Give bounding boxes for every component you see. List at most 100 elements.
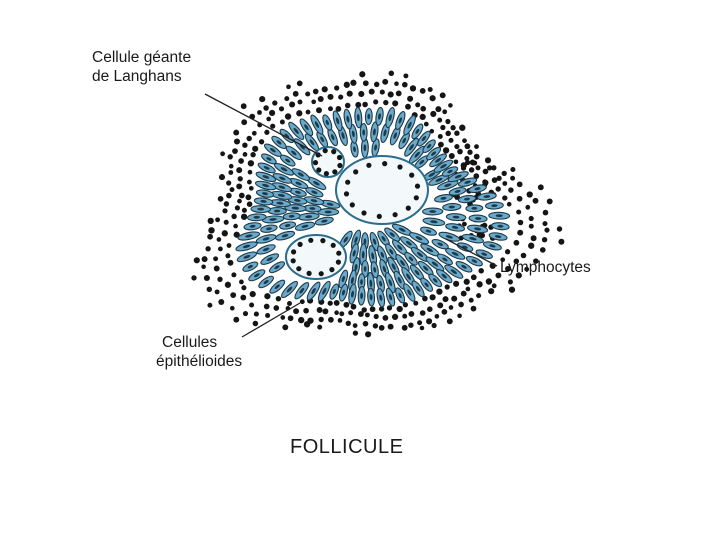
lymphocyte-dot bbox=[440, 124, 446, 131]
lymphocyte-dot bbox=[426, 318, 433, 325]
lymphocyte-dot bbox=[517, 229, 524, 236]
epithelioid-cell bbox=[455, 261, 473, 273]
lymphocyte-dot bbox=[558, 238, 565, 245]
lymphocyte-dot bbox=[391, 313, 399, 321]
lymphocyte-dot bbox=[293, 308, 300, 315]
lymphocyte-dot bbox=[423, 121, 429, 127]
lymphocyte-dot bbox=[227, 259, 234, 266]
epithelioid-cell-nucleus bbox=[326, 202, 334, 206]
epithelioid-cell bbox=[488, 211, 511, 220]
epithelioid-cell bbox=[288, 121, 305, 140]
epithelioid-cell-nucleus bbox=[379, 294, 383, 301]
epithelioid-cell bbox=[310, 114, 324, 135]
epithelioid-cell-nucleus bbox=[451, 251, 459, 256]
epithelioid-cell bbox=[317, 208, 340, 216]
lymphocyte-dot bbox=[362, 320, 369, 327]
epithelioid-cell-nucleus bbox=[354, 236, 358, 244]
lymphocyte-dot bbox=[345, 320, 351, 326]
lymphocyte-dot bbox=[395, 90, 402, 97]
epithelioid-cell bbox=[436, 253, 453, 266]
epithelioid-cell-nucleus bbox=[426, 143, 432, 149]
epithelioid-cell-nucleus bbox=[381, 236, 386, 242]
epithelioid-cell bbox=[457, 177, 478, 187]
lymphocyte-dot bbox=[387, 91, 394, 98]
epithelioid-cell-nucleus bbox=[423, 265, 429, 271]
epithelioid-cell-nucleus bbox=[451, 225, 459, 229]
lymphocyte-dot bbox=[237, 176, 243, 182]
epithelioid-cell-nucleus bbox=[274, 284, 280, 290]
epithelioid-cell-nucleus bbox=[361, 251, 365, 259]
epithelioid-cell-nucleus bbox=[474, 217, 482, 220]
epithelioid-cell-nucleus bbox=[350, 276, 354, 284]
epithelioid-cell-nucleus bbox=[351, 290, 354, 298]
lymphocyte-dot bbox=[505, 265, 511, 272]
lymphocyte-dot bbox=[465, 286, 471, 292]
epithelioid-cell bbox=[370, 121, 379, 143]
epithelioid-cell bbox=[435, 269, 453, 284]
epithelioid-cell-nucleus bbox=[454, 174, 462, 179]
lymphocyte-dot bbox=[264, 129, 270, 135]
lymphocyte-dot bbox=[528, 242, 535, 249]
leader-line-lymphocytes bbox=[445, 238, 498, 267]
lymphocyte-dot bbox=[217, 246, 223, 252]
giant-cell-nucleus bbox=[361, 210, 367, 216]
lymphocyte-dot bbox=[517, 219, 524, 226]
epithelioid-cell bbox=[422, 217, 446, 227]
leader-line-epithelioid bbox=[241, 302, 301, 338]
epithelioid-cell-nucleus bbox=[278, 185, 286, 189]
epithelioid-cell bbox=[491, 222, 510, 231]
giant-cell-nucleus bbox=[312, 160, 319, 166]
giant-cell-nucleus bbox=[343, 191, 350, 197]
lymphocyte-dot bbox=[328, 106, 333, 112]
epithelioid-cell-nucleus bbox=[262, 247, 270, 252]
epithelioid-cell-nucleus bbox=[415, 285, 421, 292]
epithelioid-cell bbox=[246, 213, 267, 222]
lymphocyte-dot bbox=[429, 95, 436, 102]
epithelioid-cell-nucleus bbox=[284, 224, 291, 227]
lymphocyte-dot bbox=[496, 175, 502, 181]
epithelioid-cell-nucleus bbox=[389, 249, 394, 255]
lymphocyte-dot bbox=[442, 109, 448, 115]
epithelioid-cell-nucleus bbox=[277, 193, 285, 197]
epithelioid-cell bbox=[343, 108, 353, 130]
lymphocyte-dot bbox=[429, 294, 436, 301]
epithelioid-cell-nucleus bbox=[343, 236, 349, 243]
epithelioid-cell bbox=[263, 143, 282, 157]
giant-cell-nucleus bbox=[345, 179, 351, 185]
giant-cell-large-membrane bbox=[335, 155, 429, 225]
epithelioid-cell bbox=[403, 283, 416, 302]
epithelioid-cell bbox=[268, 261, 286, 274]
lymphocyte-dot bbox=[437, 141, 444, 148]
lymphocyte-dot bbox=[352, 323, 358, 328]
epithelioid-cell-nucleus bbox=[293, 127, 299, 134]
lymphocyte-dot bbox=[413, 300, 419, 306]
lymphocyte-dot bbox=[229, 187, 235, 193]
lymphocyte-dot bbox=[344, 102, 351, 109]
lymphocyte-dot bbox=[220, 151, 226, 157]
epithelioid-cell-nucleus bbox=[335, 117, 340, 125]
lymphocyte-dot bbox=[459, 124, 466, 131]
lymphocyte-dot bbox=[368, 88, 375, 95]
epithelioid-cell-nucleus bbox=[295, 190, 301, 194]
lymphocyte-dot bbox=[382, 314, 389, 321]
epithelioid-cell bbox=[384, 272, 396, 294]
lymphocyte-dot bbox=[437, 134, 443, 139]
epithelioid-cell-nucleus bbox=[299, 287, 305, 294]
epithelioid-cell bbox=[305, 187, 324, 198]
lymphocyte-dot bbox=[372, 323, 379, 329]
lymphocyte-dot bbox=[355, 101, 362, 108]
lymphocyte-dot bbox=[305, 109, 311, 115]
lymphocyte-dot bbox=[461, 221, 467, 227]
lymphocyte-dot bbox=[259, 96, 266, 103]
epithelioid-cell-nucleus bbox=[389, 232, 395, 237]
lymphocyte-dot bbox=[502, 195, 508, 201]
lymphocyte-dot bbox=[525, 204, 531, 210]
epithelioid-cell bbox=[243, 222, 262, 231]
epithelioid-cell-nucleus bbox=[454, 189, 461, 193]
epithelioid-cell-nucleus bbox=[281, 234, 289, 238]
giant-cell-nucleus bbox=[382, 161, 388, 167]
epithelioid-cell-nucleus bbox=[407, 289, 412, 296]
giant-cell-nucleus bbox=[332, 169, 338, 175]
epithelioid-cell-nucleus bbox=[353, 146, 356, 152]
epithelioid-cell-nucleus bbox=[301, 224, 309, 228]
